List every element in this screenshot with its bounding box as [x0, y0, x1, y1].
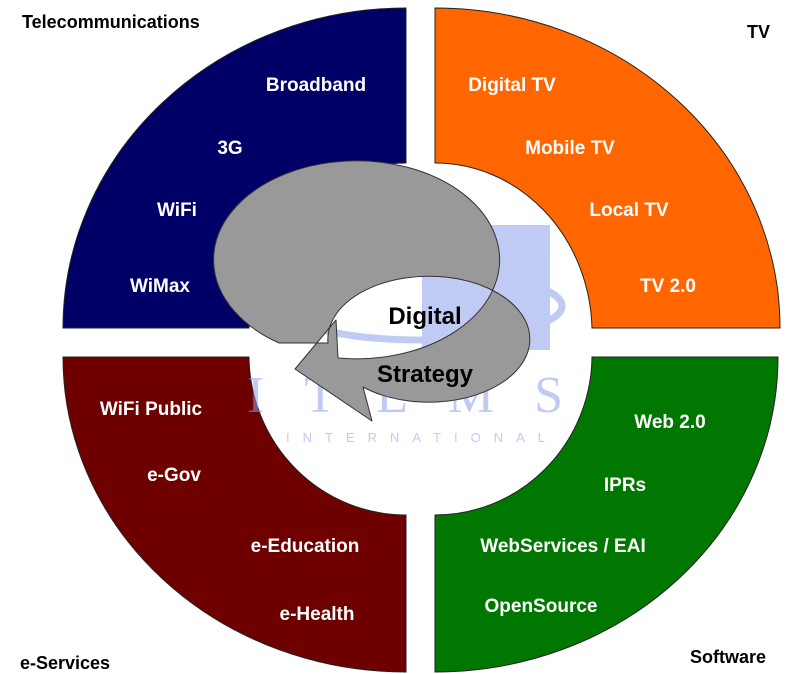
- heading-software: Software: [690, 647, 767, 667]
- eservices-item-e-gov: e-Gov: [147, 465, 201, 486]
- quadrant-eservices: [62, 356, 407, 673]
- software-item-web-2-0: Web 2.0: [634, 412, 705, 433]
- tv-item-mobile-tv: Mobile TV: [525, 138, 615, 159]
- software-item-iprs: IPRs: [604, 475, 646, 496]
- eservices-item-wifi-public: WiFi Public: [100, 399, 203, 420]
- software-item-webservices-eai: WebServices / EAI: [480, 536, 645, 557]
- heading-e-services: e-Services: [20, 653, 111, 673]
- center-title-line1: Digital: [388, 303, 461, 330]
- telecom-item-wifi: WiFi: [157, 200, 197, 221]
- heading-telecommunications: Telecommunications: [22, 12, 200, 32]
- eservices-item-e-education: e-Education: [251, 536, 360, 557]
- tv-item-tv-2-0: TV 2.0: [640, 276, 696, 297]
- telecom-item-broadband: Broadband: [266, 75, 366, 96]
- telecom-item-wimax: WiMax: [130, 276, 190, 297]
- tv-item-local-tv: Local TV: [589, 200, 669, 221]
- quadrant-software: [434, 356, 779, 673]
- software-item-opensource: OpenSource: [485, 596, 598, 617]
- eservices-item-e-health: e-Health: [280, 604, 355, 625]
- cycle-arrow: [213, 160, 531, 422]
- quadrant-tv: [434, 7, 781, 329]
- watermark-subtitle: INTERNATIONAL: [286, 430, 558, 445]
- tv-item-digital-tv: Digital TV: [468, 75, 556, 96]
- heading-tv: TV: [747, 22, 771, 42]
- center-title-line2: Strategy: [377, 361, 474, 388]
- telecom-item-3g: 3G: [217, 138, 242, 159]
